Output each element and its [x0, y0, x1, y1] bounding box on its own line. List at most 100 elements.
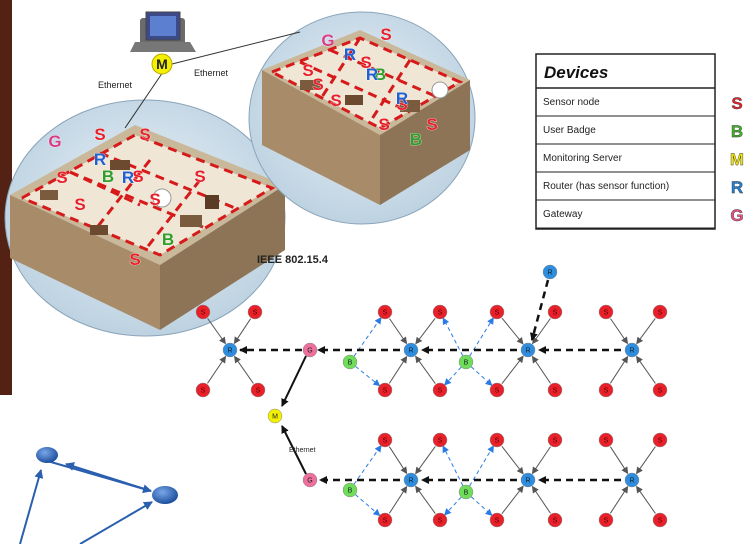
router-node-label: R	[629, 348, 634, 355]
sensor-node	[489, 432, 505, 448]
mini-node-1	[36, 447, 58, 463]
house-badge: R	[122, 168, 134, 187]
mini-edge-2	[65, 462, 152, 492]
protocol-label: IEEE 802.15.4	[257, 254, 329, 266]
network-edge	[531, 355, 551, 384]
sensor-node-label: S	[553, 518, 558, 525]
sensor-node	[547, 432, 563, 448]
sensor-node	[598, 512, 614, 528]
router-node	[624, 472, 640, 488]
network-edge	[501, 317, 524, 345]
network-edge	[609, 485, 629, 514]
sensor-node	[489, 304, 505, 320]
network-edge	[355, 365, 381, 387]
badge-node-label: B	[348, 488, 353, 495]
network-edge	[501, 485, 524, 514]
legend-symbol: G	[730, 206, 743, 225]
router-node-label: R	[408, 478, 413, 485]
network-edge	[442, 445, 464, 486]
house-badge: R	[94, 150, 106, 169]
mini-node-2	[152, 486, 178, 504]
sensor-node	[432, 382, 448, 398]
sensor-node	[598, 382, 614, 398]
legend-symbol: B	[731, 122, 743, 141]
sensor-node-label: S	[253, 310, 258, 317]
house-badge: S	[360, 53, 371, 72]
sensor-node-label: S	[495, 438, 500, 445]
legend-title: Devices	[544, 63, 608, 82]
sensor-node	[377, 382, 393, 398]
network-edge	[470, 496, 493, 516]
legend-row-label: User Badge	[543, 125, 596, 136]
sensor-node-label: S	[495, 388, 500, 395]
sensor-node-label: S	[438, 438, 443, 445]
house-badge: S	[129, 250, 140, 269]
network-edge	[207, 318, 226, 345]
sensor-node	[598, 304, 614, 320]
sensor-node	[489, 512, 505, 528]
network-edge	[354, 494, 381, 517]
house-badge: G	[48, 132, 61, 151]
sensor-node	[652, 432, 668, 448]
router-node-label: R	[547, 270, 552, 277]
sensor-node-label: S	[604, 310, 609, 317]
sensor-node	[432, 512, 448, 528]
house-badge: B	[102, 167, 114, 186]
house-badge: S	[74, 195, 85, 214]
sensor-node-label: S	[658, 310, 663, 317]
network-edge	[609, 355, 629, 384]
badge-node-label: B	[464, 490, 469, 497]
monitor-node	[267, 408, 283, 424]
house-badge: S	[56, 168, 67, 187]
sensor-node-label: S	[658, 388, 663, 395]
sensor-node-label: S	[438, 518, 443, 525]
legend-row-label: Monitoring Server	[543, 153, 623, 164]
sensor-node-label: S	[201, 388, 206, 395]
network-edge	[501, 355, 524, 384]
sensor-node	[547, 382, 563, 398]
monitoring-computer	[130, 11, 196, 52]
network-edge	[415, 355, 436, 384]
house-badge: B	[162, 230, 174, 249]
badge-node-label: B	[348, 360, 353, 367]
legend-row-label: Gateway	[543, 209, 582, 220]
house-badge: S	[396, 95, 407, 114]
router-node-label: R	[525, 478, 530, 485]
sensor-node-label: S	[495, 310, 500, 317]
sensor-node	[377, 432, 393, 448]
network-edge	[636, 355, 656, 384]
network-edge	[636, 318, 656, 345]
sensor-node-label: S	[256, 388, 261, 395]
sensor-node-label: S	[201, 310, 206, 317]
sensor-node	[652, 512, 668, 528]
router-node	[403, 472, 419, 488]
sensor-node	[377, 304, 393, 320]
sensor-node-label: S	[383, 518, 388, 525]
network-edge	[469, 445, 494, 487]
sensor-node-label: S	[658, 518, 663, 525]
house-badge: B	[410, 130, 422, 149]
sensor-node-label: S	[383, 310, 388, 317]
router-node	[403, 342, 419, 358]
house-badge: R	[396, 89, 408, 108]
network-edge	[415, 485, 436, 514]
sensor-node-label: S	[553, 310, 558, 317]
sensor-node-label: S	[604, 388, 609, 395]
router-node-label: R	[408, 348, 413, 355]
sensor-node-label: S	[604, 438, 609, 445]
sensor-node-label: S	[553, 438, 558, 445]
network-edge	[529, 279, 550, 341]
badge-node	[458, 484, 474, 500]
network-edge	[388, 446, 408, 475]
gateway-node	[302, 342, 318, 358]
legend-symbol: R	[731, 178, 743, 197]
ethernet-label-left: Ethernet	[98, 80, 133, 90]
network-edge	[442, 317, 464, 357]
house-badge: R	[366, 65, 378, 84]
router-node-label: R	[629, 478, 634, 485]
house-badge: S	[426, 115, 437, 134]
router-node	[624, 342, 640, 358]
network-edge	[415, 446, 436, 475]
network-edge	[353, 444, 382, 485]
